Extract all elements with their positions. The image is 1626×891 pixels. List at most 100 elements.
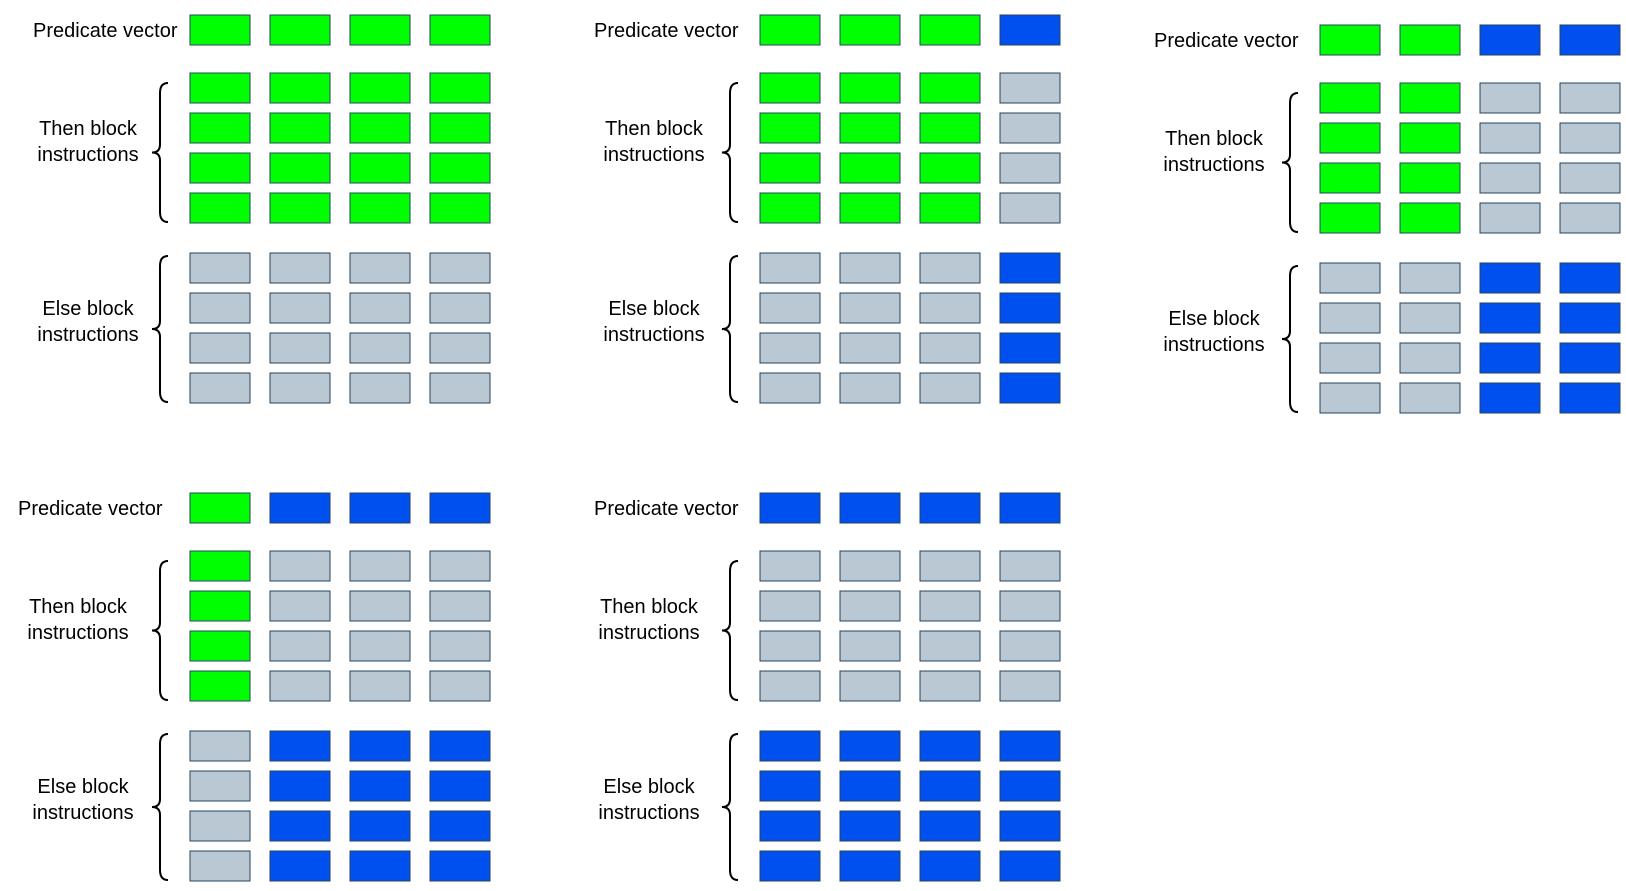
else-instruction-cell	[269, 770, 331, 802]
then-instruction-cell	[189, 72, 251, 104]
curly-brace-icon	[151, 560, 169, 701]
else-instruction-cell	[1319, 342, 1381, 374]
else-instruction-cell	[189, 810, 251, 842]
else-instruction-cell	[349, 730, 411, 762]
else-instruction-cell	[919, 770, 981, 802]
else-instruction-cell	[1399, 382, 1461, 414]
then-instruction-cell	[999, 192, 1061, 224]
else-instruction-cell	[349, 810, 411, 842]
else-instruction-cell	[189, 770, 251, 802]
then-instruction-cell	[189, 112, 251, 144]
else-instruction-cell	[1559, 302, 1621, 334]
else-instruction-cell	[189, 332, 251, 364]
then-instruction-cell	[189, 152, 251, 184]
predicate-vector-label: Predicate vector	[594, 498, 739, 520]
else-instruction-cell	[1319, 262, 1381, 294]
else-instruction-cell	[349, 332, 411, 364]
else-instruction-cell	[429, 850, 491, 882]
else-instruction-cell	[839, 332, 901, 364]
then-instruction-cell	[839, 670, 901, 702]
then-instruction-cell	[839, 192, 901, 224]
else-instruction-cell	[999, 730, 1061, 762]
then-instruction-cell	[1319, 122, 1381, 154]
then-instruction-cell	[999, 670, 1061, 702]
else-instruction-cell	[429, 810, 491, 842]
predicate-lane-2	[839, 14, 901, 46]
then-instruction-cell	[759, 112, 821, 144]
then-instruction-cell	[839, 630, 901, 662]
then-instruction-cell	[919, 72, 981, 104]
else-instruction-cell	[919, 372, 981, 404]
then-instruction-cell	[1479, 82, 1541, 114]
else-instruction-cell	[269, 372, 331, 404]
predicate-lane-3	[349, 14, 411, 46]
then-instruction-cell	[349, 72, 411, 104]
then-instruction-cell	[999, 112, 1061, 144]
curly-brace-icon	[721, 255, 739, 403]
then-instruction-cell	[839, 72, 901, 104]
else-instruction-cell	[269, 332, 331, 364]
then-instruction-cell	[1319, 202, 1381, 234]
else-instruction-cell	[839, 372, 901, 404]
curly-brace-icon	[721, 82, 739, 223]
predicate-lane-2	[269, 492, 331, 524]
then-instruction-cell	[919, 152, 981, 184]
then-instruction-cell	[1319, 162, 1381, 194]
then-instruction-cell	[269, 670, 331, 702]
then-instruction-cell	[759, 192, 821, 224]
predicate-vector-label: Predicate vector	[33, 20, 178, 42]
then-instruction-cell	[269, 550, 331, 582]
else-instruction-cell	[189, 372, 251, 404]
predicate-lane-3	[919, 14, 981, 46]
then-instruction-cell	[919, 670, 981, 702]
else-instruction-cell	[429, 252, 491, 284]
then-instruction-cell	[189, 630, 251, 662]
then-instruction-cell	[349, 112, 411, 144]
else-instruction-cell	[1319, 382, 1381, 414]
else-instruction-cell	[1559, 262, 1621, 294]
then-instruction-cell	[919, 550, 981, 582]
then-instruction-cell	[349, 152, 411, 184]
then-instruction-cell	[839, 590, 901, 622]
else-instruction-cell	[1399, 262, 1461, 294]
else-instruction-cell	[839, 810, 901, 842]
then-instruction-cell	[189, 590, 251, 622]
then-instruction-cell	[999, 152, 1061, 184]
predicate-vector-label: Predicate vector	[18, 498, 163, 520]
else-instruction-cell	[349, 372, 411, 404]
predicate-lane-1	[1319, 24, 1381, 56]
curly-brace-icon	[721, 733, 739, 881]
else-instruction-cell	[759, 332, 821, 364]
else-instruction-cell	[919, 850, 981, 882]
else-instruction-cell	[759, 372, 821, 404]
predicate-lane-1	[189, 492, 251, 524]
then-instruction-cell	[1399, 122, 1461, 154]
else-instruction-cell	[999, 292, 1061, 324]
predicate-vector-label: Predicate vector	[594, 20, 739, 42]
then-instruction-cell	[189, 192, 251, 224]
then-instruction-cell	[429, 192, 491, 224]
else-instruction-cell	[269, 850, 331, 882]
then-instruction-cell	[429, 72, 491, 104]
else-instruction-cell	[269, 730, 331, 762]
predicate-lane-4	[1559, 24, 1621, 56]
predicate-lane-2	[839, 492, 901, 524]
then-instruction-cell	[429, 550, 491, 582]
then-instruction-cell	[1559, 122, 1621, 154]
else-instruction-cell	[1399, 302, 1461, 334]
then-instruction-cell	[759, 550, 821, 582]
else-instruction-cell	[349, 252, 411, 284]
predicate-lane-4	[429, 14, 491, 46]
predicate-lane-1	[759, 492, 821, 524]
else-instruction-cell	[349, 292, 411, 324]
else-instruction-cell	[839, 252, 901, 284]
else-instruction-cell	[1559, 382, 1621, 414]
predicate-lane-1	[759, 14, 821, 46]
else-instruction-cell	[1319, 302, 1381, 334]
then-instruction-cell	[1319, 82, 1381, 114]
